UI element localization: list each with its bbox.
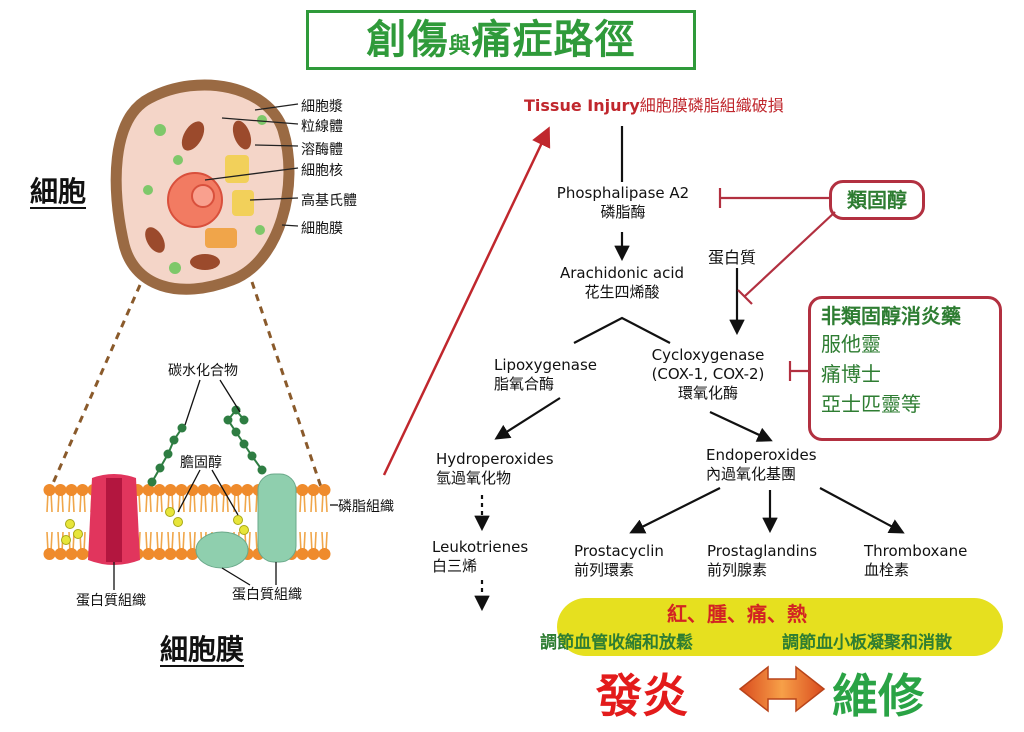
lysosome-shape — [154, 124, 166, 136]
phospholipid-head — [54, 548, 67, 560]
phospholipid-head — [153, 484, 166, 496]
cholesterol-dot — [239, 525, 249, 535]
effects-platelet: 調節血小板凝聚和消散 — [782, 633, 952, 653]
repair-label: 維修 — [832, 669, 924, 723]
nsaid-item: 亞士匹靈等 — [821, 392, 921, 416]
cell-label-mitochondria: 粒線體 — [301, 119, 343, 135]
phospholipid-label: 磷脂組織 — [338, 499, 394, 515]
phospholipid-head — [43, 484, 56, 496]
channel-pore — [106, 478, 122, 562]
title-conjunction: 與 — [448, 34, 472, 59]
effects-vascular: 調節血管收縮和放鬆 — [540, 633, 693, 653]
injury-arrow — [382, 126, 551, 476]
cholesterol-dot — [65, 519, 75, 529]
effects-symptoms: 紅、腫、痛、熱 — [667, 602, 807, 626]
protein-label-2: 蛋白質組織 — [232, 587, 302, 603]
carbohydrate-chain — [151, 427, 183, 483]
inhibition-lines — [718, 188, 836, 381]
cell-label-lysosome: 溶酶體 — [301, 142, 343, 158]
nsaid-item: 痛博士 — [821, 362, 881, 386]
phospholipid-head — [76, 548, 89, 560]
protein-label: 蛋白質 — [708, 248, 757, 267]
phospholipid-head — [296, 484, 309, 496]
cholesterol-dot — [73, 529, 83, 539]
nsaid-heading: 非類固醇消炎藥 — [821, 304, 961, 328]
cox-node: Cycloxygenase(COX-1, COX-2)環氧化酶 — [651, 346, 765, 402]
cell-illustration — [48, 79, 324, 491]
cell-label-nucleus: 細胞核 — [301, 163, 343, 179]
cholesterol-label: 膽固醇 — [180, 455, 222, 471]
leader-line — [221, 567, 251, 586]
membrane-protein — [257, 473, 297, 563]
phospholipid-head — [76, 484, 89, 496]
membrane-illustration — [43, 379, 338, 590]
leader-line — [211, 469, 239, 516]
injury-node: Tissue Injury細胞膜磷脂組織破損 — [524, 96, 784, 115]
leader-line — [219, 379, 241, 413]
mitochondrion-shape — [181, 121, 205, 151]
phospholipid-head — [197, 484, 210, 496]
cell-label-golgi: 高基氏體 — [301, 193, 357, 209]
phospholipid-head — [142, 484, 155, 496]
cholesterol-dot — [61, 535, 71, 545]
phospholipid-head — [164, 548, 177, 560]
phospholipid-head — [164, 484, 177, 496]
phospholipid-head — [43, 548, 56, 560]
page-title: 創傷與痛症路徑 — [306, 10, 696, 70]
membrane-heading: 細胞膜 — [160, 633, 245, 666]
carbohydrate-chain — [226, 408, 263, 471]
phospholipid-head — [318, 548, 331, 560]
phospholipid-head — [318, 484, 331, 496]
leader-line — [177, 469, 201, 513]
phospholipid-head — [175, 484, 188, 496]
nsaid-item: 服他靈 — [821, 332, 881, 356]
phospholipid-head — [296, 548, 309, 560]
cell-label-membrane: 細胞膜 — [301, 221, 343, 237]
cholesterol-dot — [233, 515, 243, 525]
phospholipid-head — [54, 484, 67, 496]
phospholipid-head — [65, 548, 78, 560]
steroid-box: 類固醇 — [829, 180, 925, 220]
phospholipid-head — [307, 484, 320, 496]
phospholipid-head — [65, 484, 78, 496]
leader-line — [184, 379, 201, 426]
double-arrow-icon — [738, 665, 826, 713]
phospholipid-head — [142, 548, 155, 560]
phospholipid-head — [175, 548, 188, 560]
carbohydrate-label: 碳水化合物 — [168, 363, 238, 379]
nsaid-box: 非類固醇消炎藥 服他靈 痛博士 亞士匹靈等 — [808, 296, 1002, 441]
cell-heading: 細胞 — [30, 175, 87, 208]
phospholipid-head — [186, 484, 199, 496]
phospholipid-head — [208, 484, 221, 496]
phospholipid-head — [230, 484, 243, 496]
phospholipid-head — [241, 484, 254, 496]
phospholipid-head — [186, 548, 199, 560]
phospholipid-head — [153, 548, 166, 560]
pathway-arrows — [474, 126, 905, 612]
phospholipid-head — [307, 548, 320, 560]
effects-banner — [557, 598, 1003, 656]
inflammation-label: 發炎 — [596, 669, 688, 723]
cholesterol-dot — [173, 517, 183, 527]
protein-label-1: 蛋白質組織 — [76, 593, 146, 609]
golgi-shape — [225, 155, 249, 183]
cell-label-cytoplasm: 細胞漿 — [301, 99, 343, 115]
membrane-protein — [195, 531, 249, 569]
cholesterol-dot — [165, 507, 175, 517]
